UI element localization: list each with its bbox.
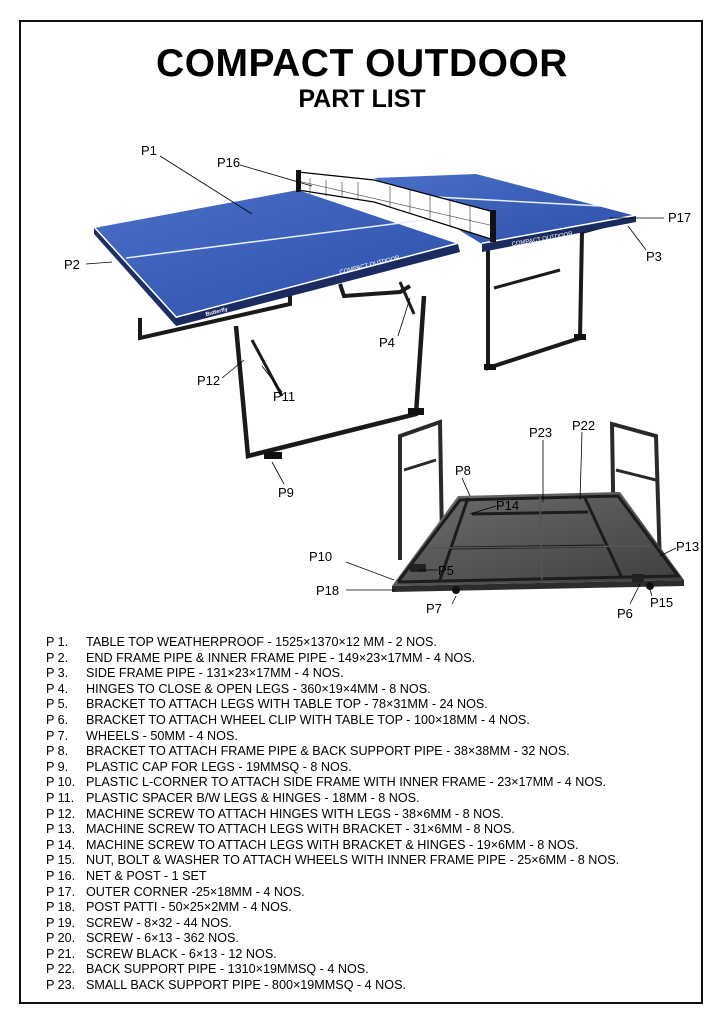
part-code: P 14. xyxy=(46,837,76,852)
part-row: P 15. NUT, BOLT & WASHER TO ATTACH WHEELS… xyxy=(46,853,706,869)
part-code: P 1. xyxy=(46,635,69,649)
part-desc: POST PATTI - 50×25×2MM - 4 NOS. xyxy=(86,900,292,915)
part-code: P 20. xyxy=(46,931,76,946)
callout-p23: P23 xyxy=(529,425,553,440)
callout-p16: P16 xyxy=(217,155,241,170)
part-row: P 23. SMALL BACK SUPPORT PIPE - 800×19MMS… xyxy=(46,978,706,994)
part-code: P 7. xyxy=(46,728,69,743)
callout-p9: P9 xyxy=(278,485,294,500)
callout-p13: P13 xyxy=(676,539,700,554)
part-row: P 16. NET & POST - 1 SET xyxy=(46,869,706,885)
part-desc: OUTER CORNER -25×18MM - 4 NOS. xyxy=(86,884,305,899)
brand-label: Butterfly xyxy=(205,306,229,318)
part-desc: PLASTIC CAP FOR LEGS - 19MMSQ - 8 NOS. xyxy=(86,759,352,774)
callout-p2: P2 xyxy=(64,257,80,272)
part-code: P 12. xyxy=(46,806,76,821)
part-desc: SCREW - 6×13 - 362 NOS. xyxy=(86,931,239,946)
part-code: P 9. xyxy=(46,759,69,774)
part-code: P 10. xyxy=(46,775,76,790)
part-row: P 20. SCREW - 6×13 - 362 NOS. xyxy=(46,931,706,947)
callout-p18: P18 xyxy=(316,583,340,598)
part-desc: PLASTIC L-CORNER TO ATTACH SIDE FRAME WI… xyxy=(86,775,607,790)
part-desc: MACHINE SCREW TO ATTACH LEGS WITH BRACKE… xyxy=(86,822,515,837)
callout-p11: P11 xyxy=(273,389,296,404)
part-row: P 7. WHEELS - 50MM - 4 NOS. xyxy=(46,729,706,745)
part-row: P 2. END FRAME PIPE & INNER FRAME PIPE - … xyxy=(46,651,706,667)
callout-p15: P15 xyxy=(650,595,674,610)
part-code: P 13. xyxy=(46,822,76,837)
part-desc: MACHINE SCREW TO ATTACH LEGS WITH BRACKE… xyxy=(86,837,579,852)
part-row: P 6. BRACKET TO ATTACH WHEEL CLIP WITH TA… xyxy=(46,713,706,729)
callout-p4: P4 xyxy=(379,335,395,350)
part-row: P 17. OUTER CORNER -25×18MM - 4 NOS. xyxy=(46,885,706,901)
part-desc: TABLE TOP WEATHERPROOF - 1525×1370×12 MM… xyxy=(86,635,437,649)
part-desc: SCREW - 8×32 - 44 NOS. xyxy=(86,915,232,930)
callout-p1: P1 xyxy=(141,143,157,158)
part-row: P 4. HINGES TO CLOSE & OPEN LEGS - 360×19… xyxy=(46,682,706,698)
part-row: P 11. PLASTIC SPACER B/W LEGS & HINGES - … xyxy=(46,791,706,807)
callout-p22: P22 xyxy=(572,418,596,433)
part-row: P 13. MACHINE SCREW TO ATTACH LEGS WITH B… xyxy=(46,822,706,838)
page-title: COMPACT OUTDOOR xyxy=(156,42,568,85)
part-code: P 16. xyxy=(46,868,76,883)
part-row: P 10. PLASTIC L-CORNER TO ATTACH SIDE FRA… xyxy=(46,775,706,791)
part-desc: BRACKET TO ATTACH LEGS WITH TABLE TOP - … xyxy=(86,697,488,712)
part-code: P 8. xyxy=(46,744,69,759)
part-code: P 11. xyxy=(46,790,75,805)
part-desc: SIDE FRAME PIPE - 131×23×17MM - 4 NOS. xyxy=(86,666,344,681)
part-code: P 18. xyxy=(46,900,76,915)
page-subtitle: PART LIST xyxy=(298,85,426,113)
open-table: COMPACT OUTDOOR COMPACT OUTDOOR Butterfl… xyxy=(92,170,637,459)
part-code: P 17. xyxy=(46,884,76,899)
part-desc: NET & POST - 1 SET xyxy=(86,868,207,883)
folded-table xyxy=(392,419,684,594)
part-row: P 22. BACK SUPPORT PIPE - 1310×19MMSQ - 4… xyxy=(46,962,706,978)
callout-p6: P6 xyxy=(617,606,633,621)
part-row: P 12. MACHINE SCREW TO ATTACH HINGES WITH… xyxy=(46,807,706,823)
part-desc: WHEELS - 50MM - 4 NOS. xyxy=(86,728,238,743)
part-row: P 21. SCREW BLACK - 6×13 - 12 NOS. xyxy=(46,947,706,963)
part-code: P 23. xyxy=(46,978,76,993)
part-row: P 3. SIDE FRAME PIPE - 131×23×17MM - 4 NO… xyxy=(46,666,706,682)
part-code: P 4. xyxy=(46,681,69,696)
part-row: P 18. POST PATTI - 50×25×2MM - 4 NOS. xyxy=(46,900,706,916)
part-code: P 19. xyxy=(46,915,76,930)
part-code: P 5. xyxy=(46,697,69,712)
part-row: P 19. SCREW - 8×32 - 44 NOS. xyxy=(46,916,706,932)
part-row: P 5. BRACKET TO ATTACH LEGS WITH TABLE TO… xyxy=(46,697,706,713)
part-row: P 9. PLASTIC CAP FOR LEGS - 19MMSQ - 8 NO… xyxy=(46,760,706,776)
part-code: P 21. xyxy=(46,946,76,961)
part-desc: END FRAME PIPE & INNER FRAME PIPE - 149×… xyxy=(86,650,476,665)
callout-p3: P3 xyxy=(646,249,662,264)
callout-p12: P12 xyxy=(197,373,221,388)
callout-p14: P14 xyxy=(496,498,520,513)
part-row: P 8. BRACKET TO ATTACH FRAME PIPE & BACK … xyxy=(46,744,706,760)
part-code: P 15. xyxy=(46,853,76,868)
part-desc: NUT, BOLT & WASHER TO ATTACH WHEELS WITH… xyxy=(86,853,620,868)
part-desc: PLASTIC SPACER B/W LEGS & HINGES - 18MM … xyxy=(86,790,420,805)
part-desc: SCREW BLACK - 6×13 - 12 NOS. xyxy=(86,946,277,961)
part-code: P 22. xyxy=(46,962,76,977)
callout-p7: P7 xyxy=(426,601,442,616)
part-desc: BRACKET TO ATTACH WHEEL CLIP WITH TABLE … xyxy=(86,712,530,727)
table-illustration: COMPACT OUTDOOR COMPACT OUTDOOR Butterfl… xyxy=(85,155,684,605)
part-code: P 6. xyxy=(46,712,69,727)
part-list: P 1. TABLE TOP WEATHERPROOF - 1525×1370×1… xyxy=(46,635,706,994)
callout-p10: P10 xyxy=(309,549,333,564)
part-desc: BACK SUPPORT PIPE - 1310×19MMSQ - 4 NOS. xyxy=(86,962,369,977)
part-desc: BRACKET TO ATTACH FRAME PIPE & BACK SUPP… xyxy=(86,744,570,759)
part-row: P 1. TABLE TOP WEATHERPROOF - 1525×1370×1… xyxy=(46,635,706,651)
part-code: P 2. xyxy=(46,650,69,665)
part-desc: MACHINE SCREW TO ATTACH HINGES WITH LEGS… xyxy=(86,806,504,821)
callout-p8: P8 xyxy=(455,463,471,478)
page-border xyxy=(19,20,703,1004)
part-desc: HINGES TO CLOSE & OPEN LEGS - 360×19×4MM… xyxy=(86,681,431,696)
part-desc: SMALL BACK SUPPORT PIPE - 800×19MMSQ - 4… xyxy=(86,978,406,993)
part-code: P 3. xyxy=(46,666,69,681)
callout-p17: P17 xyxy=(668,210,692,225)
callout-p5: P5 xyxy=(438,563,454,578)
part-row: P 14. MACHINE SCREW TO ATTACH LEGS WITH B… xyxy=(46,838,706,854)
